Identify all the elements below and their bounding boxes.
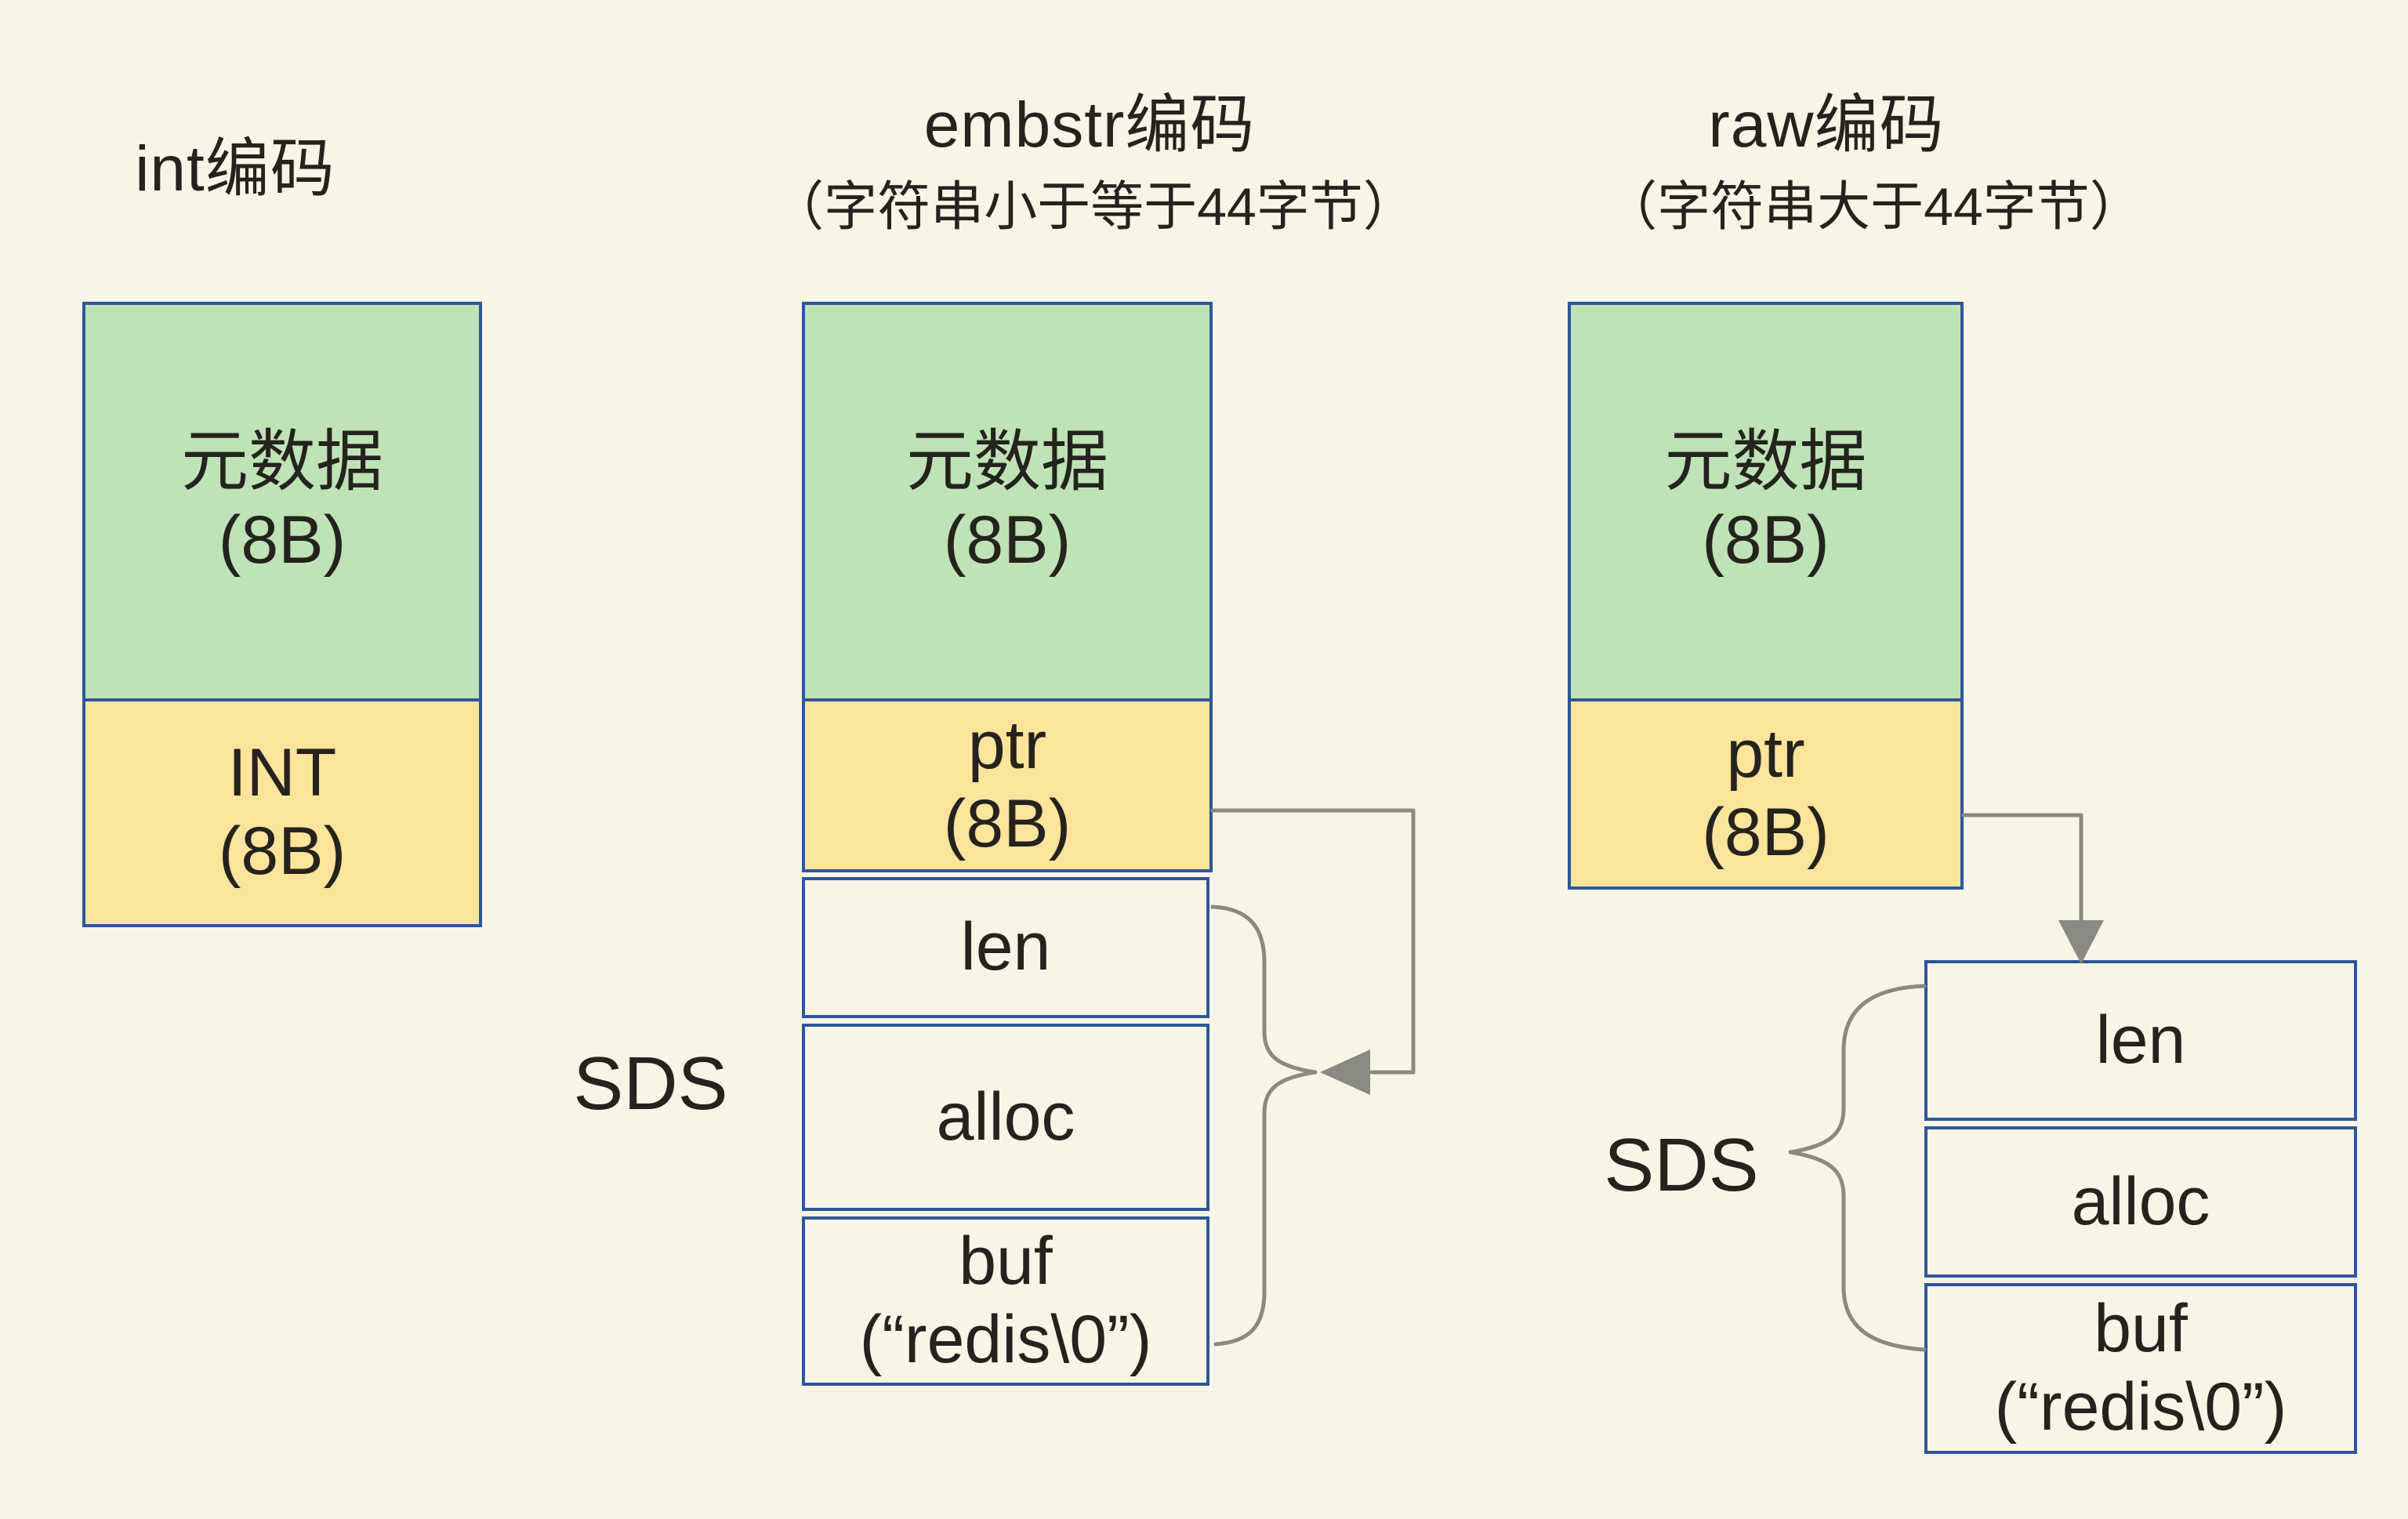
embstr-ptr-pointer-line — [1210, 808, 1416, 1075]
embstr-encoding-title: embstr编码 — [923, 89, 1256, 161]
raw-ptr-cell: ptr (8B) — [1568, 698, 1964, 890]
embstr-sds-label: SDS — [573, 1042, 728, 1126]
raw-buf-cell: buf (“redis\0”) — [1924, 1283, 2357, 1454]
int-value-label: INT — [227, 735, 337, 811]
embstr-ptr-cell: ptr (8B) — [802, 698, 1213, 872]
embstr-ptr-size: (8B) — [943, 786, 1072, 861]
raw-encoding-subtitle: （字符串大于44字节） — [1604, 177, 2143, 237]
raw-encoding-title: raw编码 — [1708, 89, 1945, 161]
int-value-cell: INT (8B) — [82, 698, 482, 927]
embstr-alloc-label: alloc — [936, 1079, 1075, 1155]
embstr-encoding-subtitle: （字符串小于等于44字节） — [771, 177, 1416, 237]
raw-metadata-size: (8B) — [1702, 502, 1830, 578]
embstr-metadata-label: 元数据 — [906, 424, 1108, 500]
raw-sds-label: SDS — [1604, 1123, 1759, 1207]
raw-len-label: len — [2095, 1002, 2186, 1078]
embstr-arrow-left-icon — [1320, 1050, 1370, 1095]
int-metadata-label: 元数据 — [181, 424, 383, 500]
embstr-metadata-cell: 元数据 (8B) — [802, 302, 1213, 701]
raw-arrow-down-icon — [2058, 920, 2104, 964]
int-encoding-title: int编码 — [135, 133, 335, 205]
raw-metadata-cell: 元数据 (8B) — [1568, 302, 1964, 701]
embstr-len-label: len — [960, 909, 1051, 985]
embstr-metadata-size: (8B) — [943, 502, 1072, 578]
embstr-ptr-label: ptr — [967, 708, 1047, 784]
embstr-len-cell: len — [802, 877, 1209, 1018]
raw-alloc-cell: alloc — [1924, 1126, 2357, 1278]
embstr-buf-value: (“redis\0”) — [859, 1302, 1152, 1377]
raw-buf-value: (“redis\0”) — [1994, 1369, 2287, 1445]
raw-buf-label: buf — [2094, 1291, 2188, 1367]
int-metadata-cell: 元数据 (8B) — [82, 302, 482, 701]
embstr-buf-label: buf — [959, 1224, 1053, 1300]
raw-len-cell: len — [1924, 960, 2357, 1121]
int-value-size: (8B) — [218, 814, 346, 889]
embstr-sds-brace-icon — [1210, 905, 1318, 1347]
raw-alloc-label: alloc — [2071, 1163, 2210, 1239]
raw-ptr-pointer-line — [1961, 813, 2083, 924]
embstr-alloc-cell: alloc — [802, 1024, 1209, 1211]
raw-ptr-label: ptr — [1726, 716, 1805, 792]
raw-sds-brace-icon — [1788, 984, 1927, 1352]
raw-ptr-size: (8B) — [1702, 795, 1830, 870]
int-metadata-size: (8B) — [218, 502, 346, 578]
embstr-buf-cell: buf (“redis\0”) — [802, 1216, 1209, 1386]
raw-metadata-label: 元数据 — [1664, 424, 1867, 500]
